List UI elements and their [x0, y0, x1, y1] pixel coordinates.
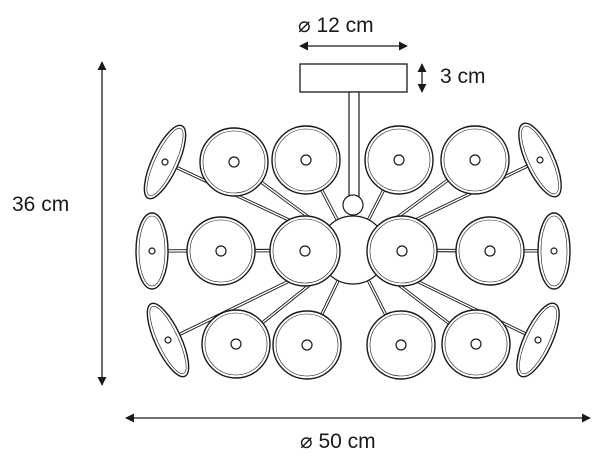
- disc-center: [161, 158, 169, 166]
- lamp-disc: [272, 310, 342, 380]
- disc-center: [164, 336, 172, 344]
- disc-rim: [443, 128, 507, 192]
- hub-knob: [342, 194, 364, 216]
- lamp-disc: [516, 302, 560, 378]
- disc-center: [470, 338, 482, 350]
- disc-center: [484, 245, 496, 257]
- lamp-disc: [537, 212, 571, 290]
- lamp-disc: [143, 124, 187, 200]
- disc-rim: [369, 218, 435, 284]
- disc-rim: [369, 313, 433, 377]
- canopy-diameter-label: ⌀ 12 cm: [298, 14, 374, 37]
- lamp-disc: [271, 125, 341, 195]
- lamp-disc: [364, 125, 434, 195]
- ceiling-canopy: [299, 63, 408, 93]
- disc-center: [299, 245, 311, 257]
- disc-center: [300, 154, 312, 166]
- lamp-disc: [201, 309, 271, 379]
- disc-center: [469, 154, 481, 166]
- disc-rim: [519, 305, 557, 375]
- lamp-disc: [146, 302, 190, 378]
- disc-rim: [458, 219, 522, 283]
- disc-rim: [444, 312, 508, 376]
- lamp-disc: [455, 216, 525, 286]
- disc-rim: [202, 130, 266, 194]
- lamp-disc: [269, 215, 341, 287]
- disc-center: [148, 247, 156, 255]
- disc-center: [536, 156, 544, 164]
- lamp-disc: [199, 127, 269, 197]
- disc-rim: [540, 215, 568, 287]
- disc-rim: [146, 127, 184, 197]
- disc-rim: [204, 312, 268, 376]
- total-height-label: 36 cm: [12, 193, 70, 216]
- disc-rim: [149, 305, 187, 375]
- disc-rim: [275, 313, 339, 377]
- lamp-disc: [366, 310, 436, 380]
- lamp-disc: [366, 215, 438, 287]
- lamp-disc: [440, 125, 510, 195]
- disc-rim: [138, 215, 166, 287]
- disc-rim: [367, 128, 431, 192]
- disc-rim: [521, 125, 559, 195]
- disc-center: [550, 247, 558, 255]
- lamp-disc: [135, 212, 169, 290]
- disc-center: [534, 336, 542, 344]
- disc-rim: [274, 128, 338, 192]
- disc-center: [215, 245, 227, 257]
- lamp-stem: [348, 91, 360, 205]
- total-diameter-label: ⌀ 50 cm: [300, 430, 376, 453]
- disc-center: [228, 156, 240, 168]
- canopy-height-label: 3 cm: [440, 65, 486, 88]
- disc-center: [396, 245, 408, 257]
- lamp-disc: [518, 122, 562, 198]
- lamp-disc: [441, 309, 511, 379]
- disc-center: [395, 339, 407, 351]
- lamp-discs: [135, 122, 571, 380]
- disc-rim: [189, 219, 253, 283]
- disc-center: [393, 154, 405, 166]
- lamp-disc: [186, 216, 256, 286]
- disc-rim: [272, 218, 338, 284]
- disc-center: [230, 338, 242, 350]
- disc-center: [301, 339, 313, 351]
